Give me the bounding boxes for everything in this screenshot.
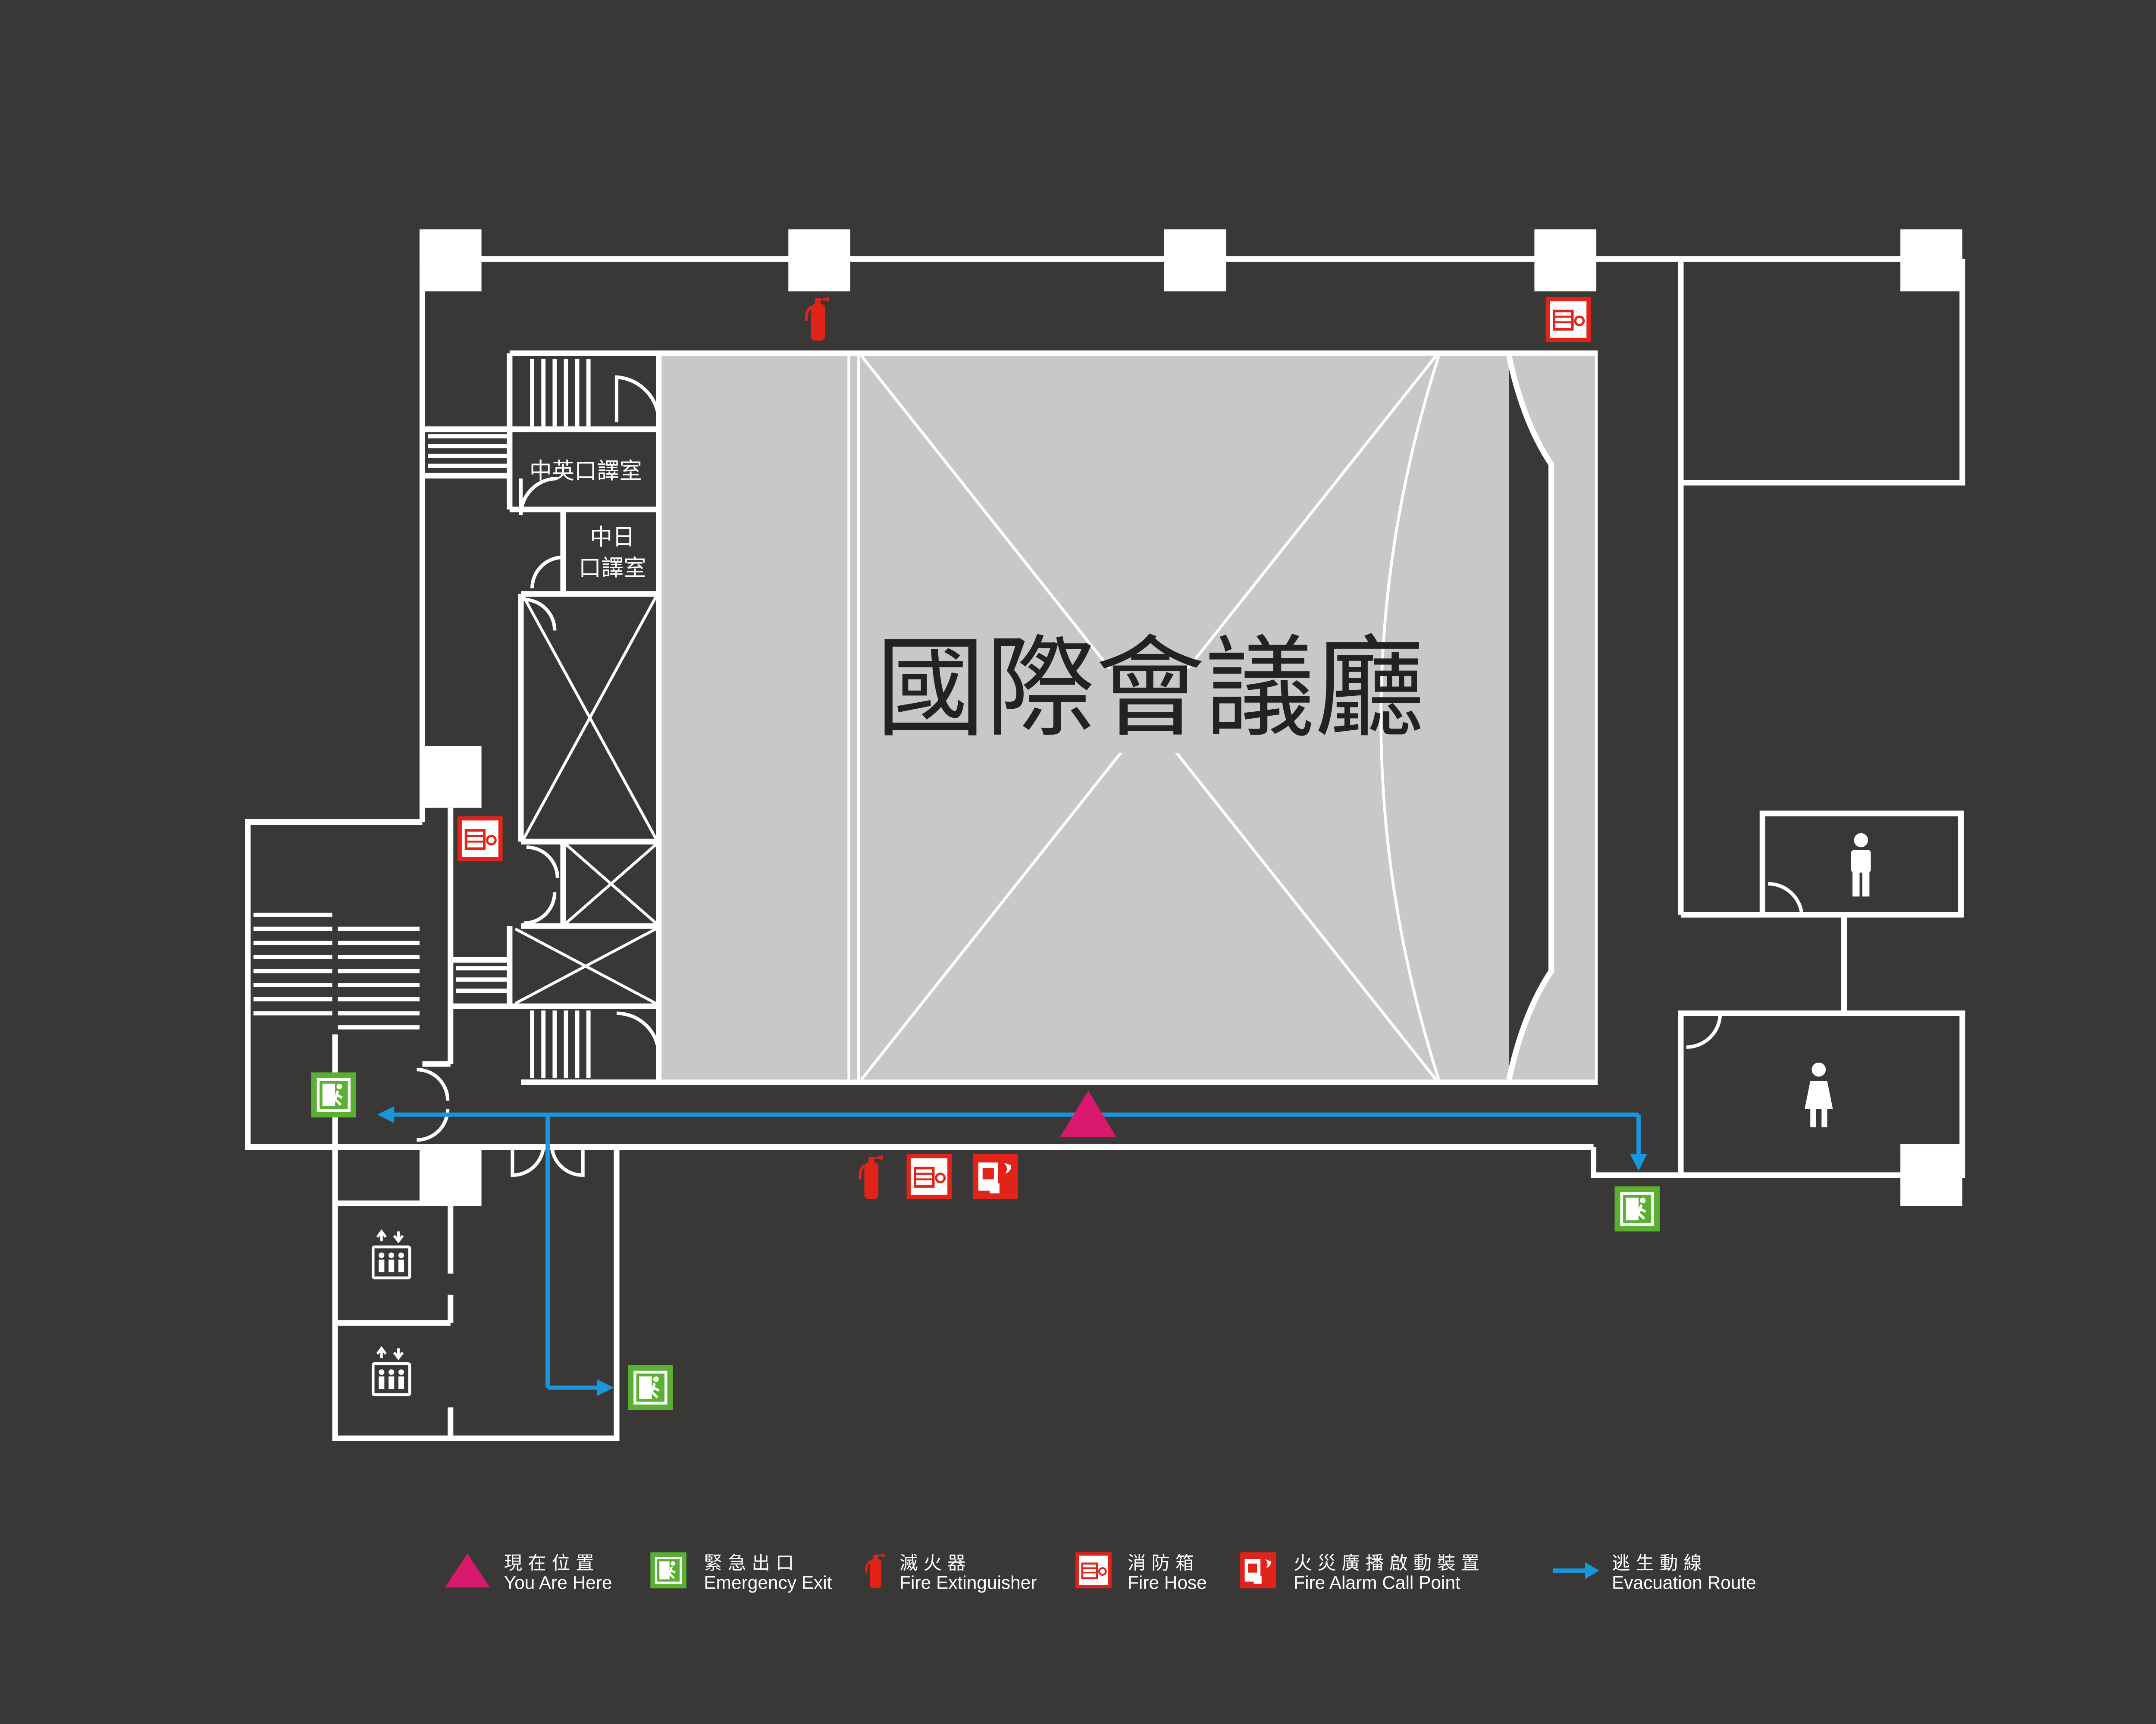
route-arrowheads [377,1106,1647,1396]
doors [417,375,1804,1177]
legend-en: Evacuation Route [1612,1573,1756,1593]
you-are-here-marker [1060,1090,1116,1137]
legend-item-fire-hose: 消防箱 Fire Hose [1075,1552,1207,1593]
fire-extinguisher-icon [806,297,829,341]
evacuation-route-icon [1552,1562,1599,1579]
legend-zh: 緊急出口 [704,1553,799,1574]
legend-en: You Are Here [504,1573,612,1593]
elevator-icon [372,1348,411,1396]
interp-room-cn-jp-label-1: 中日 [590,524,635,550]
legend-zh: 火災廣播啟動裝置 [1294,1553,1485,1574]
fire-hose-icon [906,1154,951,1199]
columns [419,229,1962,1206]
you-are-here-icon [445,1553,490,1588]
legend-en: Fire Hose [1128,1573,1207,1593]
elevator-icon [372,1231,411,1279]
emergency-exit-icon [1615,1186,1660,1231]
legend-item-fire-alarm: 火災廣播啟動裝置 Fire Alarm Call Point [1240,1552,1485,1593]
legend-en: Emergency Exit [704,1573,832,1593]
interp-room-cn-en-label: 中英口譯室 [530,458,642,484]
legend-item-evacuation-route: 逃生動線 Evacuation Route [1552,1553,1756,1593]
legend-zh: 逃生動線 [1612,1553,1708,1574]
hall-name-label: 國際會議廳 [876,625,1425,752]
interp-room-cn-jp-label-2: 口譯室 [579,555,646,581]
fire-alarm-call-point-icon [972,1154,1018,1199]
legend-zh: 現在位置 [504,1553,600,1574]
walls [245,256,1965,1441]
legend: 現在位置 You Are Here 緊急出口 Emergency Exit 滅火… [445,1552,1756,1593]
evacuation-route [391,1112,1641,1390]
fire-alarm-call-point-icon [1240,1552,1276,1589]
room-labels: 中英口譯室 中日 口譯室 [530,458,646,581]
legend-item-you-are-here: 現在位置 You Are Here [445,1553,612,1593]
emergency-exit-icon [628,1365,673,1410]
elevator-shafts [514,596,658,1005]
legend-item-fire-extinguisher: 滅火器 Fire Extinguisher [866,1553,1037,1593]
legend-zh: 滅火器 [899,1553,971,1574]
legend-zh: 消防箱 [1128,1553,1199,1574]
fire-hose-icon [1075,1552,1112,1589]
legend-item-emergency-exit: 緊急出口 Emergency Exit [650,1552,832,1593]
stairs [253,359,591,1078]
female-toilet-icon [1805,1062,1833,1127]
fire-hose-icon [1546,297,1591,342]
fire-hose-icon [458,816,502,861]
emergency-exit-icon [311,1073,356,1117]
fire-extinguisher-icon [860,1155,883,1199]
male-toilet-icon [1851,833,1871,897]
main-hall: 國際會議廳 [661,355,1595,1080]
legend-en: Fire Extinguisher [899,1573,1037,1593]
emergency-exit-icon [650,1552,686,1589]
legend-en: Fire Alarm Call Point [1294,1573,1460,1593]
fire-extinguisher-icon [866,1553,884,1588]
